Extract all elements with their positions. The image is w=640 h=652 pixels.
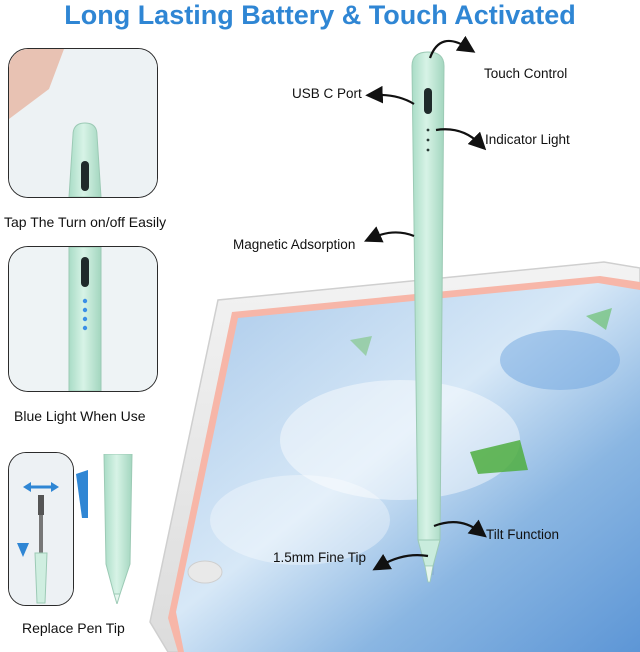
callout-usb-port: USB C Port xyxy=(292,86,362,101)
panel-caption-blue: Blue Light When Use xyxy=(14,408,146,424)
indicator-closeup xyxy=(9,247,157,391)
callout-touch-control: Touch Control xyxy=(484,66,568,81)
replace-tip-diagram xyxy=(9,453,73,605)
tablet xyxy=(149,261,640,652)
callout-fine-tip: 1.5mm Fine Tip xyxy=(273,550,367,565)
pen-tip-closeup xyxy=(76,454,133,604)
panel-blue-light xyxy=(8,246,158,392)
pen-top-closeup xyxy=(9,49,157,197)
stylus-pen xyxy=(411,51,445,583)
panel-caption-replace: Replace Pen Tip xyxy=(22,620,125,636)
panel-tap-power xyxy=(8,48,158,198)
callout-indicator-light: Indicator Light xyxy=(485,132,570,147)
panel-caption-tap: Tap The Turn on/off Easily xyxy=(4,214,167,230)
callout-magnetic: Magnetic Adsorption xyxy=(233,237,356,252)
headline: Long Lasting Battery & Touch Activated xyxy=(64,0,576,30)
callout-tilt: Tilt Function xyxy=(486,527,560,542)
callout-arrows xyxy=(363,35,487,571)
panel-replace-tip xyxy=(8,452,74,606)
